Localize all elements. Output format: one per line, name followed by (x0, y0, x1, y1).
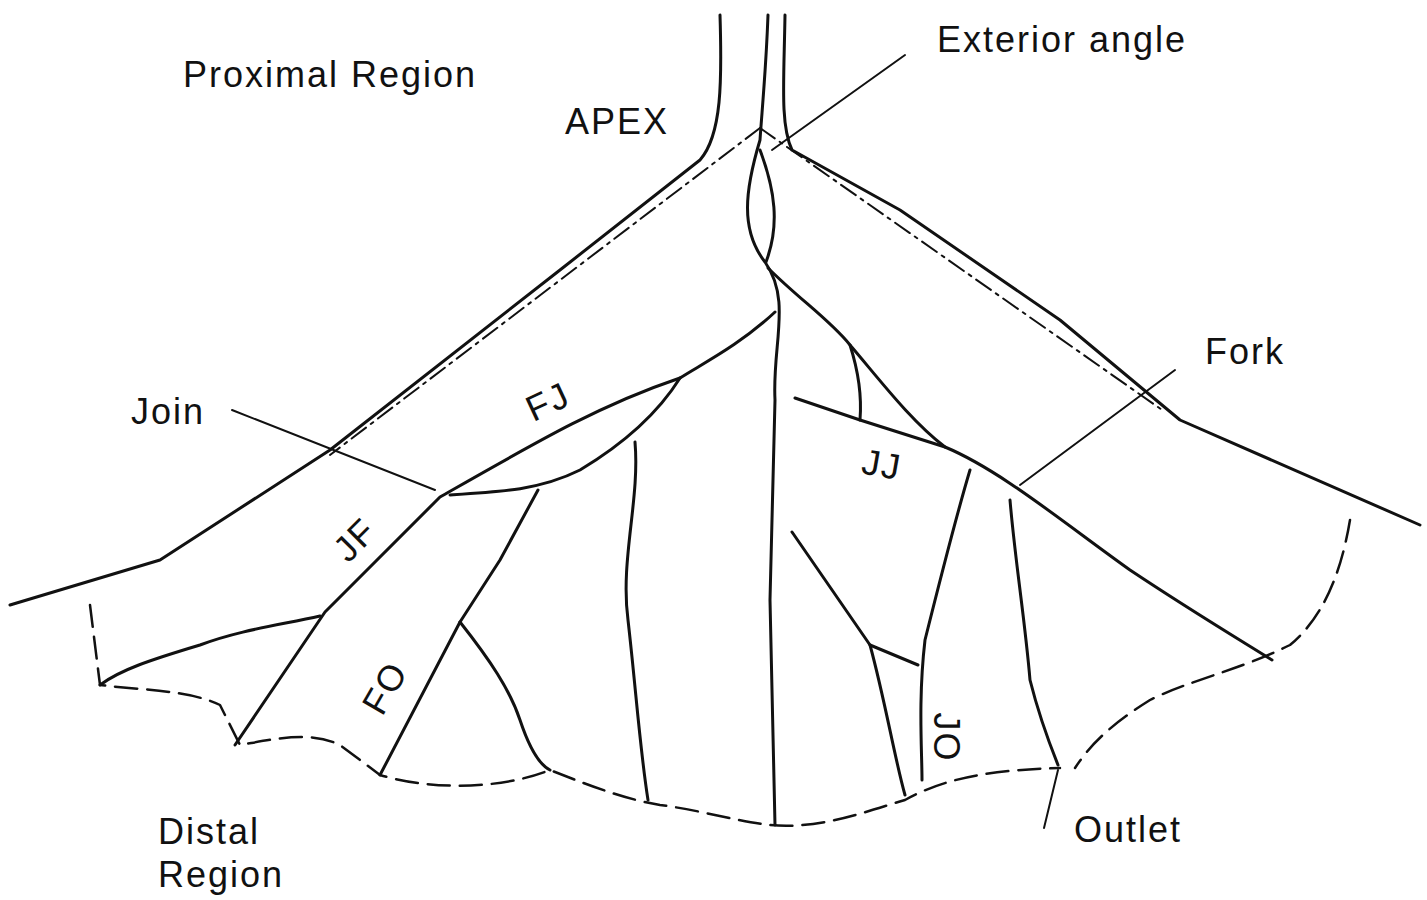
envelope-line (760, 128, 1165, 412)
callout-label: Fork (1205, 330, 1285, 373)
leader-line (1020, 370, 1175, 485)
callout-label: Exterior angle (937, 18, 1187, 61)
fork-channel (795, 398, 1272, 660)
leader-line (772, 55, 905, 150)
leader-line (1044, 770, 1058, 828)
distal-boundary (1075, 520, 1350, 768)
distal-channel (870, 645, 918, 665)
channel-code: FJ (519, 373, 577, 431)
left-fan-edge (10, 15, 721, 605)
fo-channel (380, 490, 538, 775)
envelope-line (330, 128, 760, 455)
apex-label: APEX (565, 100, 669, 143)
callout-label: Join (131, 390, 205, 433)
central-channel (748, 15, 780, 825)
channel-code: JO (924, 713, 967, 763)
outlet-channel (1010, 500, 1058, 765)
channel-loop (760, 150, 774, 262)
distal-channel (100, 616, 320, 685)
callout-label: Outlet (1074, 808, 1182, 851)
jj-channel (850, 345, 945, 447)
branch-channel (460, 622, 550, 770)
jj-channel (768, 268, 861, 420)
right-fan-edge (784, 15, 1420, 525)
jo-channel (921, 470, 970, 780)
channel-code: FO (353, 654, 417, 722)
region-label: Distal Region (158, 810, 358, 896)
channel-code: JJ (859, 440, 906, 489)
fj-jf-channel (235, 312, 775, 745)
region-label: Proximal Region (183, 53, 477, 96)
distal-channel (792, 532, 905, 795)
distal-channel (626, 442, 648, 800)
distal-boundary (90, 605, 1060, 826)
leader-line (232, 410, 435, 490)
